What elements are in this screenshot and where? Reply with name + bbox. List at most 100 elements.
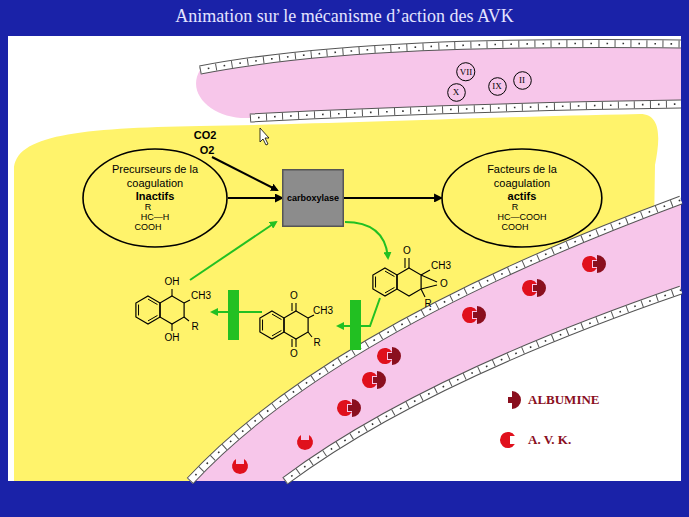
albumin-molecule bbox=[593, 255, 606, 273]
enzyme-name: carboxylase bbox=[287, 193, 339, 204]
chemical-bond bbox=[295, 339, 296, 347]
cell-nucleus bbox=[285, 290, 681, 481]
active-factor-circle: Facteurs de la coagulationactifsRHC—COOH… bbox=[441, 148, 603, 248]
chemical-formula: COOH bbox=[91, 223, 205, 233]
factor-name: IX bbox=[492, 81, 502, 92]
group-label: R bbox=[424, 299, 431, 309]
chemical-bond bbox=[295, 303, 296, 311]
node-content: IX bbox=[492, 81, 502, 92]
chemical-bond bbox=[421, 285, 437, 289]
flow-arrow bbox=[228, 197, 282, 199]
factor-name: II bbox=[519, 75, 525, 86]
cell-nucleus bbox=[200, 43, 681, 70]
ellipse-outline bbox=[442, 149, 602, 247]
vessel-wall bbox=[200, 43, 681, 70]
atom-label: O bbox=[290, 291, 298, 301]
slide-title: Animation sur le mécanisme d’action des … bbox=[0, 6, 689, 27]
blood-vessel bbox=[190, 200, 681, 481]
cell-border bbox=[200, 43, 681, 70]
cell-nucleus bbox=[190, 200, 681, 481]
double-bond bbox=[272, 330, 281, 335]
gas-label: CO2 bbox=[194, 130, 217, 141]
chemical-bond bbox=[421, 289, 425, 297]
double-bond bbox=[138, 305, 139, 316]
node-status: actifs bbox=[466, 190, 578, 203]
chemical-formula: HC—H bbox=[105, 213, 205, 223]
circle-outline bbox=[447, 83, 465, 101]
chemical-bond bbox=[171, 289, 172, 296]
benzene-ring bbox=[136, 296, 160, 324]
factor-circle: II bbox=[513, 71, 532, 90]
benzene-ring bbox=[260, 311, 284, 339]
albumin-molecule bbox=[348, 399, 361, 417]
vessel-wall bbox=[285, 290, 681, 481]
albumin-molecule bbox=[373, 371, 386, 389]
factor-circle: IX bbox=[488, 77, 507, 96]
mouse-cursor bbox=[260, 128, 269, 145]
cell-nucleus bbox=[250, 104, 681, 118]
factor-name: X bbox=[453, 87, 460, 98]
benzene-ring bbox=[160, 296, 184, 324]
atom-label: O bbox=[440, 279, 448, 289]
chemical-formula: HC—COOH bbox=[466, 213, 578, 223]
node-content: II bbox=[519, 75, 525, 86]
factor-name: VII bbox=[460, 67, 473, 78]
atom-label: O bbox=[290, 349, 298, 359]
chemical-bond bbox=[291, 303, 292, 311]
node-heading: Precurseurs de la coagulation bbox=[105, 163, 205, 189]
double-bond bbox=[385, 287, 394, 292]
chemical-bond bbox=[184, 300, 190, 303]
chemical-bond bbox=[421, 270, 430, 275]
circle-outline bbox=[488, 77, 506, 95]
outside-area bbox=[285, 290, 681, 481]
reaction-arrow bbox=[345, 222, 388, 258]
node-content: VII bbox=[460, 67, 473, 78]
chemical-bond bbox=[291, 339, 292, 347]
vessel-wall bbox=[200, 43, 681, 70]
avk-molecule bbox=[297, 435, 313, 450]
legend-label: A. V. K. bbox=[528, 432, 571, 448]
vessel-wall bbox=[250, 104, 681, 118]
double-bond bbox=[262, 320, 263, 331]
double-bond bbox=[148, 315, 157, 320]
group-label: CH3 bbox=[313, 306, 333, 316]
group-label: CH3 bbox=[191, 291, 211, 301]
node-content: X bbox=[453, 87, 460, 98]
group-label: R bbox=[191, 322, 198, 332]
node-heading: Facteurs de la coagulation bbox=[466, 163, 578, 189]
atom-label: O bbox=[403, 246, 411, 256]
circle-outline bbox=[457, 63, 475, 81]
vessel-wall bbox=[285, 290, 681, 481]
chemical-formula: R bbox=[452, 203, 578, 213]
chemical-bond bbox=[171, 324, 172, 331]
vessel-wall bbox=[190, 200, 681, 481]
double-bond bbox=[385, 271, 394, 276]
blood-vessel bbox=[196, 43, 681, 118]
chemical-bond bbox=[308, 332, 312, 337]
flow-arrow bbox=[344, 197, 441, 199]
avk-molecule bbox=[232, 459, 248, 474]
chemical-formula: R bbox=[91, 203, 205, 213]
avk-block bbox=[228, 290, 239, 340]
albumin-molecule bbox=[508, 391, 521, 409]
group-label: R bbox=[313, 338, 320, 348]
cell-border bbox=[250, 104, 681, 118]
factor-circle: X bbox=[447, 83, 466, 102]
double-bond bbox=[375, 277, 376, 288]
cell-border bbox=[285, 290, 681, 481]
albumin-molecule bbox=[388, 347, 401, 365]
benzene-ring bbox=[397, 268, 421, 296]
chemical-bond bbox=[184, 317, 189, 321]
vessel-wall bbox=[190, 200, 681, 481]
ellipse-outline bbox=[83, 149, 227, 247]
slide-panel bbox=[8, 36, 681, 481]
avk-block bbox=[350, 300, 361, 350]
chemical-bond bbox=[421, 275, 437, 282]
cell-border bbox=[190, 200, 681, 481]
chemical-bond bbox=[404, 258, 405, 268]
precursor-circle: Precurseurs de la coagulationInactifsRHC… bbox=[82, 148, 228, 248]
vessel-wall bbox=[250, 104, 681, 118]
chemical-bond bbox=[408, 258, 409, 268]
factor-circle: VII bbox=[456, 62, 476, 82]
